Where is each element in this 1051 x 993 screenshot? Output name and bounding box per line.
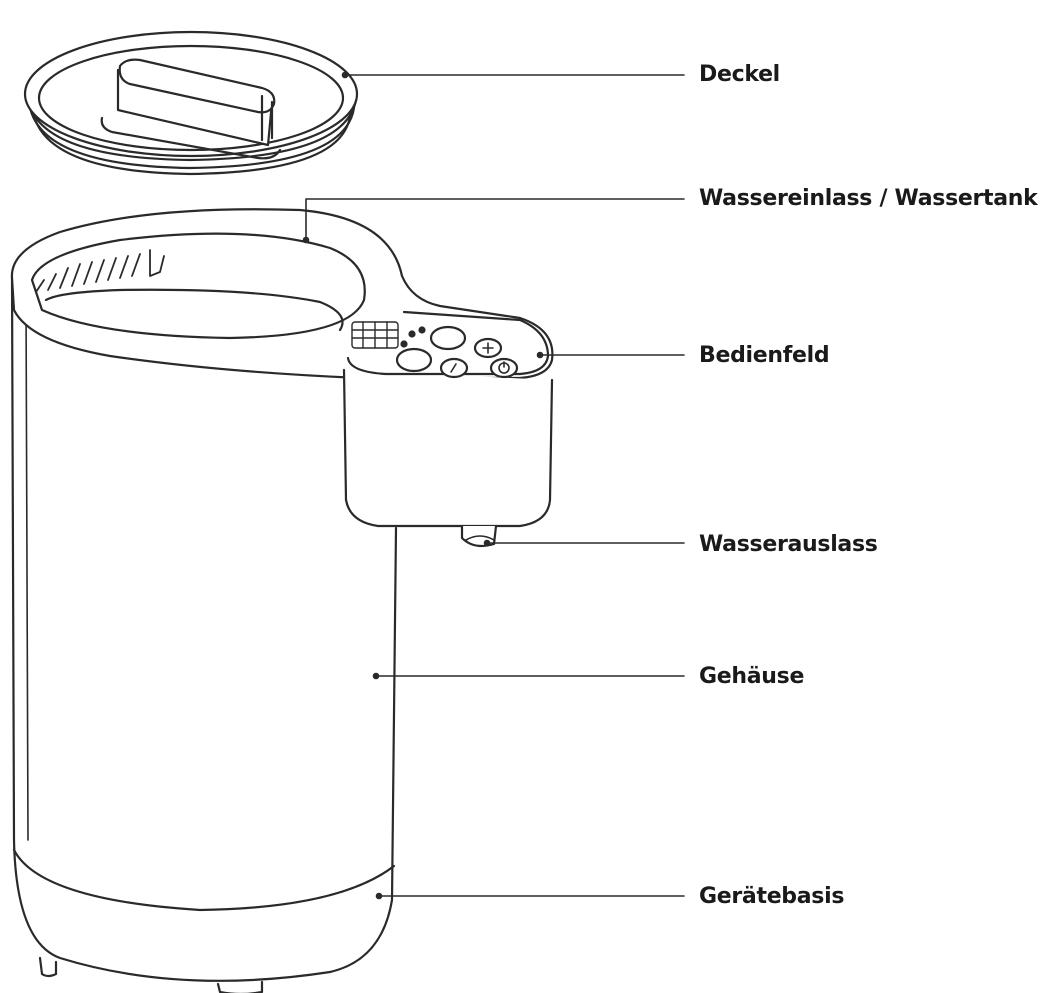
label-base: Gerätebasis	[699, 884, 845, 909]
label-housing: Gehäuse	[699, 664, 805, 689]
minus-icon	[439, 357, 469, 379]
label-control-panel: Bedienfeld	[699, 343, 830, 368]
power-icon	[489, 357, 519, 379]
water-tank-drawing	[10, 208, 554, 380]
callout-lines	[302, 71, 685, 900]
plus-icon	[473, 337, 503, 359]
left-button	[395, 347, 433, 373]
housing-drawing	[10, 276, 398, 993]
label-water-inlet-tank: Wassereinlass / Wassertank	[699, 186, 1038, 211]
control-panel-drawing	[342, 310, 554, 528]
top-button	[429, 325, 467, 351]
display-grid	[351, 321, 399, 349]
label-lid: Deckel	[699, 62, 780, 87]
label-water-outlet: Wasserauslass	[699, 532, 878, 557]
lid-drawing	[23, 30, 359, 176]
